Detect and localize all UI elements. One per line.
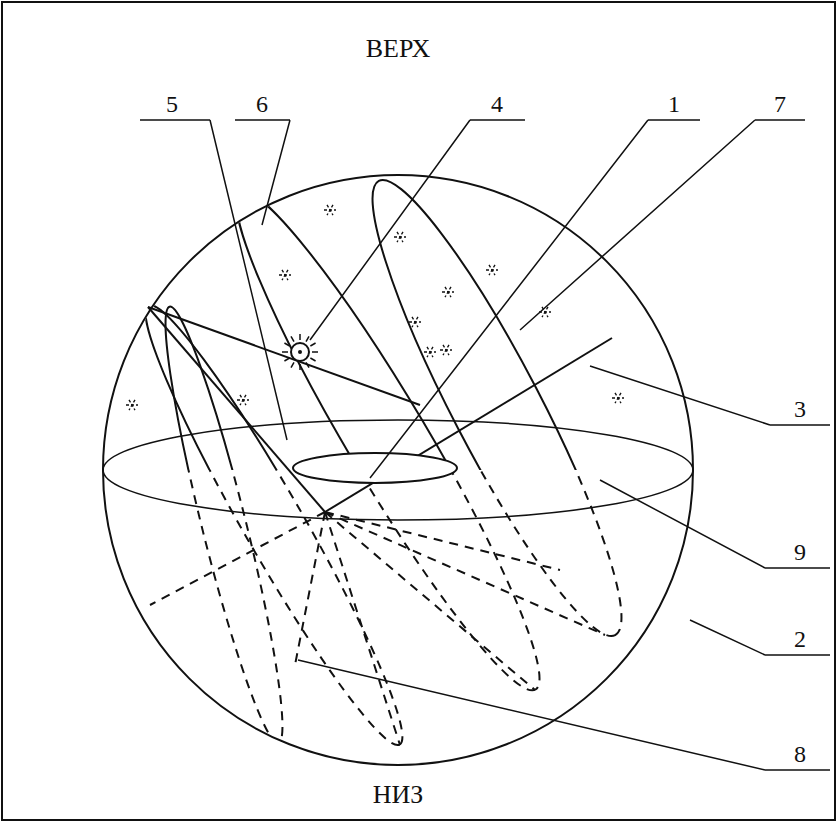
- star-symbol: [486, 265, 498, 275]
- callout-number: 6: [256, 92, 268, 116]
- lower-hemisphere: [122, 470, 654, 759]
- star-symbol: [409, 317, 421, 327]
- callout-leader: [520, 120, 805, 330]
- callout-number: 7: [774, 92, 786, 116]
- star-ray: [397, 232, 403, 242]
- callout-leader: [235, 120, 290, 225]
- daily-circle: [148, 301, 300, 470]
- upper-hemisphere: [122, 161, 654, 470]
- sun-ray: [284, 358, 289, 361]
- star-symbol: [394, 232, 406, 242]
- callout-leader: [310, 120, 525, 340]
- daily-circle: [340, 470, 654, 655]
- sphere-inner: [122, 161, 654, 760]
- daily-circle: [122, 470, 426, 759]
- star-ray: [427, 347, 433, 357]
- callout-leader: [690, 620, 830, 655]
- horizon-plane: [103, 420, 693, 520]
- star-ray: [282, 270, 288, 280]
- sphere-line: [148, 307, 325, 512]
- callout-number: 1: [668, 92, 680, 116]
- callout-leader: [298, 660, 830, 770]
- star-symbol: [126, 400, 138, 410]
- star-ray: [240, 395, 246, 405]
- star-ray: [489, 265, 495, 275]
- star-ray: [489, 265, 495, 275]
- sun-ray: [312, 351, 318, 353]
- star-ray: [445, 287, 451, 297]
- callout-number: 9: [794, 540, 806, 564]
- star-symbol: [442, 287, 454, 297]
- callout-number: 4: [491, 92, 503, 116]
- callout-number: 2: [794, 627, 806, 651]
- star-ray: [129, 400, 135, 410]
- star-symbol: [424, 347, 436, 357]
- callout-leader: [590, 366, 830, 425]
- hidden-line: [325, 512, 560, 570]
- hidden-line: [325, 512, 605, 635]
- star-ray: [397, 232, 403, 242]
- sun-ray: [291, 336, 294, 341]
- celestial-sphere: [103, 175, 693, 765]
- callout-number: 3: [794, 397, 806, 421]
- callout-number: 5: [166, 92, 178, 116]
- daily-circle: [206, 470, 570, 710]
- star-ray: [427, 347, 433, 357]
- sun-ray: [310, 343, 315, 346]
- star-ray: [327, 205, 333, 215]
- sun-symbol: [282, 334, 318, 370]
- star-symbol: [612, 393, 624, 403]
- star-ray: [129, 400, 135, 410]
- callout-leader: [370, 120, 700, 478]
- daily-circle: [148, 470, 300, 749]
- star-ray: [615, 393, 621, 403]
- sun-ray: [306, 362, 309, 367]
- sun-ray: [299, 334, 301, 340]
- star-symbol: [440, 345, 452, 355]
- callout-leader: [140, 120, 287, 440]
- hidden-line: [325, 512, 400, 745]
- sun-ray: [299, 364, 301, 370]
- callout-number: 8: [794, 742, 806, 766]
- star-ray: [412, 317, 418, 327]
- star-ray: [327, 205, 333, 215]
- star-symbol: [237, 395, 249, 405]
- star-ray: [282, 270, 288, 280]
- sphere-line: [325, 338, 612, 512]
- sun-ray: [306, 336, 309, 341]
- sun-ray: [282, 351, 288, 353]
- direction-label: ВЕРХ: [366, 36, 431, 62]
- callout-leader: [600, 480, 830, 568]
- star-symbol: [324, 205, 336, 215]
- star-ray: [412, 317, 418, 327]
- star-ray: [445, 287, 451, 297]
- sun-ray: [310, 358, 315, 361]
- direction-label: НИЗ: [373, 782, 424, 808]
- daily-circle: [122, 291, 426, 470]
- star-ray: [615, 393, 621, 403]
- hidden-line: [295, 512, 325, 665]
- sun-ray: [284, 343, 289, 346]
- hidden-line: [150, 512, 325, 605]
- sphere-line: [148, 307, 420, 405]
- hidden-line: [325, 512, 535, 690]
- observer-platform: [293, 453, 457, 483]
- star-ray: [443, 345, 449, 355]
- sun-ray: [291, 362, 294, 367]
- star-ray: [240, 395, 246, 405]
- star-symbol: [279, 270, 291, 280]
- star-ray: [443, 345, 449, 355]
